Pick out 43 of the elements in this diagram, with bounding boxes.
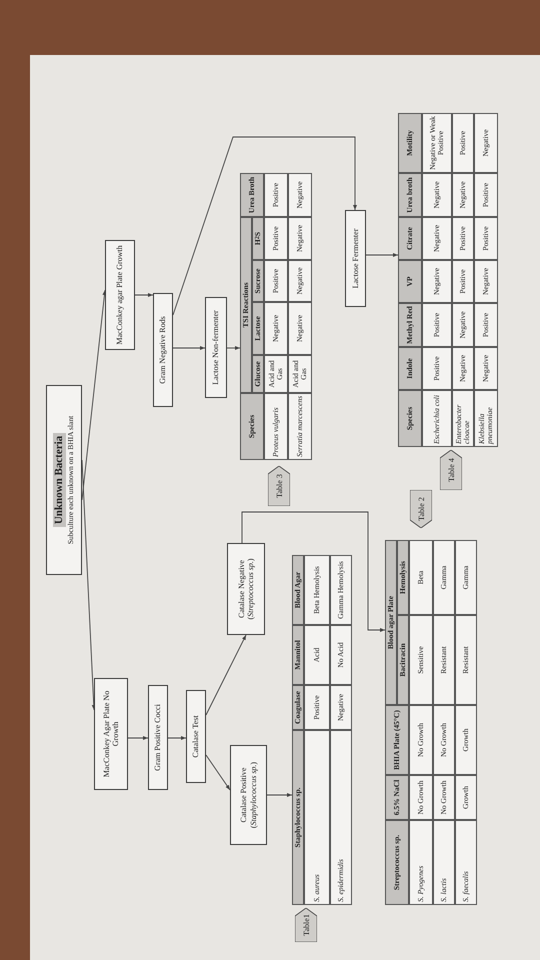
arrow — [206, 754, 230, 790]
process-box — [148, 685, 168, 790]
arrow — [134, 293, 154, 297]
tag-label: Table 2 — [416, 497, 426, 521]
box-label: Gram Positive Cocci — [153, 704, 163, 771]
arrow — [172, 346, 206, 350]
box-label: Gram Negative Rods — [158, 316, 168, 384]
title-box — [46, 385, 82, 575]
process-box — [105, 240, 135, 350]
box-label: Catalase Test — [191, 715, 201, 758]
tag-label: Table1 — [302, 914, 310, 936]
table-tag — [268, 466, 290, 506]
arrow — [168, 736, 186, 740]
process-box — [227, 543, 265, 635]
process-box — [205, 297, 227, 398]
table-tag — [295, 908, 317, 942]
table-tag — [410, 490, 432, 528]
arrow — [206, 634, 246, 716]
process-box — [94, 678, 128, 790]
title-text: Unknown Bacteria — [52, 432, 66, 528]
table-tag — [440, 450, 462, 490]
results-table — [292, 555, 352, 905]
arrow — [242, 512, 386, 632]
box-label: Catalase Negative (Streptococcus sp.) — [236, 557, 256, 622]
box-label: Lactose Fermenter — [350, 228, 360, 288]
arrow — [266, 793, 292, 797]
results-table — [398, 113, 498, 447]
process-box — [345, 210, 366, 307]
box-label: MacConkey Agar Plate No Growth — [102, 690, 120, 780]
box-label: Catalase Positive (Staphylococcus sp.) — [239, 760, 258, 830]
process-box — [230, 745, 267, 845]
tag-label: Table 4 — [446, 458, 456, 482]
arrow — [226, 346, 240, 350]
process-box — [186, 690, 206, 783]
box-label: MacConkey agar Plate Growth — [115, 245, 125, 345]
process-box — [153, 293, 173, 407]
arrow — [366, 253, 398, 257]
arrow — [128, 736, 148, 740]
results-table — [240, 173, 312, 460]
tag-label: Table 3 — [274, 474, 284, 498]
results-table — [385, 540, 477, 905]
box-label: Lactose Non-fermenter — [211, 310, 221, 385]
arrow — [172, 136, 357, 316]
